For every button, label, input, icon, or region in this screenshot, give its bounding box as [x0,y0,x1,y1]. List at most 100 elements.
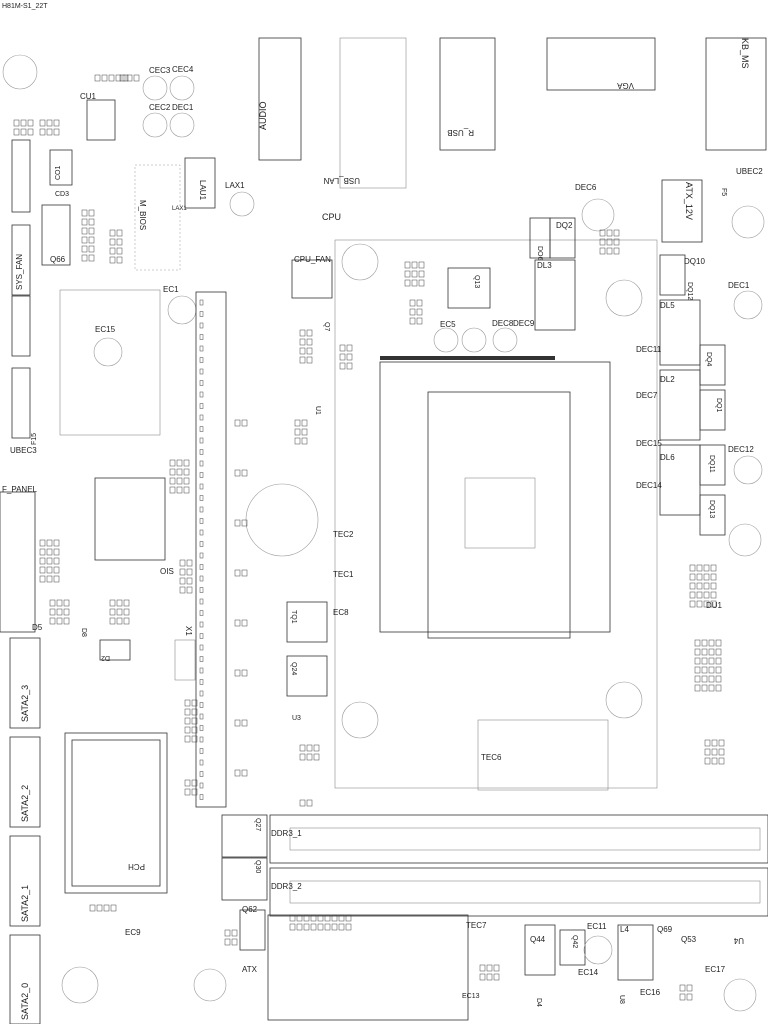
r-usb-port [439,37,496,151]
smd-pad [191,708,198,716]
smd-pad [234,469,241,477]
smd-pad [56,608,63,616]
smd-pad [718,748,725,756]
ubec2-label: UBEC2 [736,167,763,176]
lau1-label: LAU1 [198,180,207,201]
cap-dec9 [492,327,518,353]
smd-pad [81,209,88,217]
smd-pad [715,639,722,647]
smd-pad [53,557,60,565]
smd-pad [103,904,110,912]
mount-hole-bottom-mid [193,968,227,1002]
dec6-label: DEC6 [575,183,597,192]
cu1-chip [86,99,116,141]
ec17-label: EC17 [705,965,726,974]
kb-ms-port [705,37,767,151]
dec9-label: DEC9 [513,319,535,328]
smd-pad [689,591,696,599]
smd-pad [704,757,711,765]
d4-label: D4 [535,998,542,1007]
smd-pad [306,347,313,355]
slot-pin [199,357,204,363]
smd-pad [88,236,95,244]
smd-pad [710,591,717,599]
vga-label: VGA [616,81,634,90]
smd-pad [294,437,301,445]
smd-pad [613,247,620,255]
smd-components [13,74,725,1001]
dec8-label: DEC8 [492,319,514,328]
smd-pad [306,753,313,761]
smd-pad [338,923,345,931]
smd-pad [418,279,425,287]
smd-pad [115,74,122,82]
smd-pad [708,675,715,683]
smd-pad [486,973,493,981]
slot-pin [199,449,204,455]
cpu-label: CPU [322,212,341,222]
smd-pad [703,573,710,581]
slot-pin [199,644,204,651]
ddr3-2-label: DDR3_2 [271,882,302,891]
smd-pad [39,128,46,136]
socket-mount-bl [341,701,379,739]
smd-pad [56,617,63,625]
lax2-label: LAX1 [172,206,187,212]
smd-pad [109,247,116,255]
smd-pad [306,744,313,752]
smd-pad [169,477,176,485]
dq11-mosfet [699,444,726,486]
q62-label: Q62 [242,905,258,914]
socket-mount-tr [605,279,643,317]
smd-pad [241,469,248,477]
smd-pad [703,582,710,590]
smd-pad [606,238,613,246]
q53-label: Q53 [681,935,697,944]
smd-pad [299,329,306,337]
smd-pad [346,362,353,370]
smd-pad [241,719,248,727]
smd-pad [109,229,116,237]
cap-dec1-top [169,112,195,138]
smd-pad [689,582,696,590]
smd-pad [169,459,176,467]
smd-pad [701,684,708,692]
ddr3-1-label: DDR3_1 [271,829,302,838]
smd-pad [46,557,53,565]
ec13-label: EC13 [462,993,480,1000]
smd-pad [299,338,306,346]
vga-port [546,37,656,91]
q7-label: Q7 [323,322,330,331]
q27-label: Q27 [254,818,261,831]
dl6-label: DL6 [660,453,675,462]
smd-pad [708,666,715,674]
pch-chip-outer [64,732,168,894]
smd-pad [184,726,191,734]
slot-pin [199,782,204,789]
slot-pin [199,322,204,329]
ec14-label: EC14 [578,968,599,977]
slot-pin [199,552,204,559]
smd-pad [679,993,686,1001]
smd-pad [299,744,306,752]
smd-pad [493,973,500,981]
dq4-label: DQ4 [705,352,712,367]
ddr3-1-slot [269,814,768,864]
ec8-label: EC8 [333,608,349,617]
smd-pad [191,726,198,734]
smd-pad [241,419,248,427]
ec9-label: EC9 [125,928,141,937]
smd-pad [599,247,606,255]
smd-pad [13,128,20,136]
smd-pad [179,577,186,585]
cap-ubec2 [731,205,765,239]
smd-pad [418,261,425,269]
slot-pin [199,587,204,593]
smd-pad [56,599,63,607]
q66-chip [41,204,71,266]
smd-pad [20,128,27,136]
slot-pin [199,460,204,467]
smd-pad [404,270,411,278]
smd-pad [126,74,133,82]
smd-pad [339,362,346,370]
